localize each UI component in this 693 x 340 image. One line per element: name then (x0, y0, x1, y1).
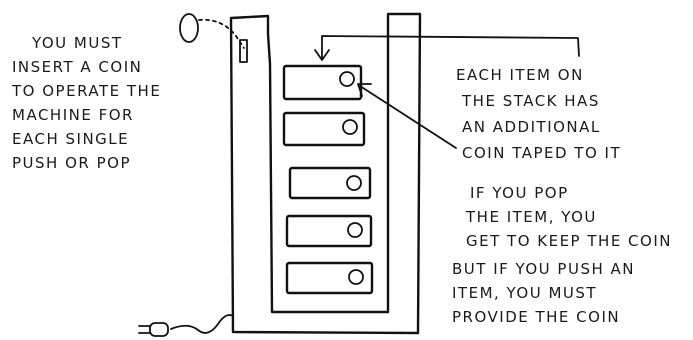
coin-instruction-line-1: YOU MUST (31, 34, 123, 52)
push-rule-line-2: ITEM, YOU MUST (452, 284, 597, 302)
each-item-line-2: THE STACK HAS (461, 92, 600, 110)
each-item-note: EACH ITEM ON THE STACK HAS AN ADDITIONAL… (456, 66, 621, 162)
stack-item (290, 168, 370, 198)
each-item-line-1: EACH ITEM ON (456, 66, 584, 84)
power-plug-icon (150, 323, 168, 336)
coin-icon (180, 14, 198, 42)
push-rule-line-3: PROVIDE THE COIN (452, 308, 620, 326)
taped-coin-icon (343, 120, 357, 134)
coin-instruction-line-5: EACH SINGLE (12, 130, 129, 148)
pop-rule-note: IF YOU POP THE ITEM, YOU GET TO KEEP THE… (465, 184, 672, 250)
each-item-line-3: AN ADDITIONAL (462, 118, 601, 136)
taped-coin-icon (347, 176, 361, 190)
coin-instruction-note: YOU MUST INSERT A COIN TO OPERATE THE MA… (11, 34, 168, 172)
coin-instruction-line-3: TO OPERATE THE (11, 82, 161, 100)
push-arrow (322, 36, 579, 58)
stack-item (284, 66, 361, 99)
taped-coin-icon (349, 270, 363, 284)
power-cord (171, 315, 233, 333)
stack-channel-right (388, 14, 420, 333)
push-rule-note: BUT IF YOU PUSH AN ITEM, YOU MUST PROVID… (452, 260, 641, 326)
coin-instruction-line-6: PUSH OR POP (12, 154, 131, 172)
coin-instruction-line-2: INSERT A COIN (12, 58, 142, 76)
stack-item (284, 113, 364, 145)
stack-item (287, 216, 371, 246)
push-rule-line-1: BUT IF YOU PUSH AN (452, 260, 635, 278)
taped-coin-icon (340, 72, 354, 86)
plug-prongs (139, 326, 150, 333)
coin-path-dotted (199, 20, 244, 48)
coin-instruction-line-4: MACHINE FOR (12, 106, 134, 124)
each-item-line-4: COIN TAPED TO IT (462, 144, 621, 162)
stack-item (287, 263, 372, 293)
taped-coin-icon (348, 223, 362, 237)
pop-rule-line-3: GET TO KEEP THE COIN (466, 232, 672, 250)
pop-rule-line-2: THE ITEM, YOU (465, 208, 597, 226)
coin-pointer-arrow (360, 86, 456, 148)
pop-rule-line-1: IF YOU POP (470, 184, 569, 202)
machine-left-wall (231, 16, 418, 333)
